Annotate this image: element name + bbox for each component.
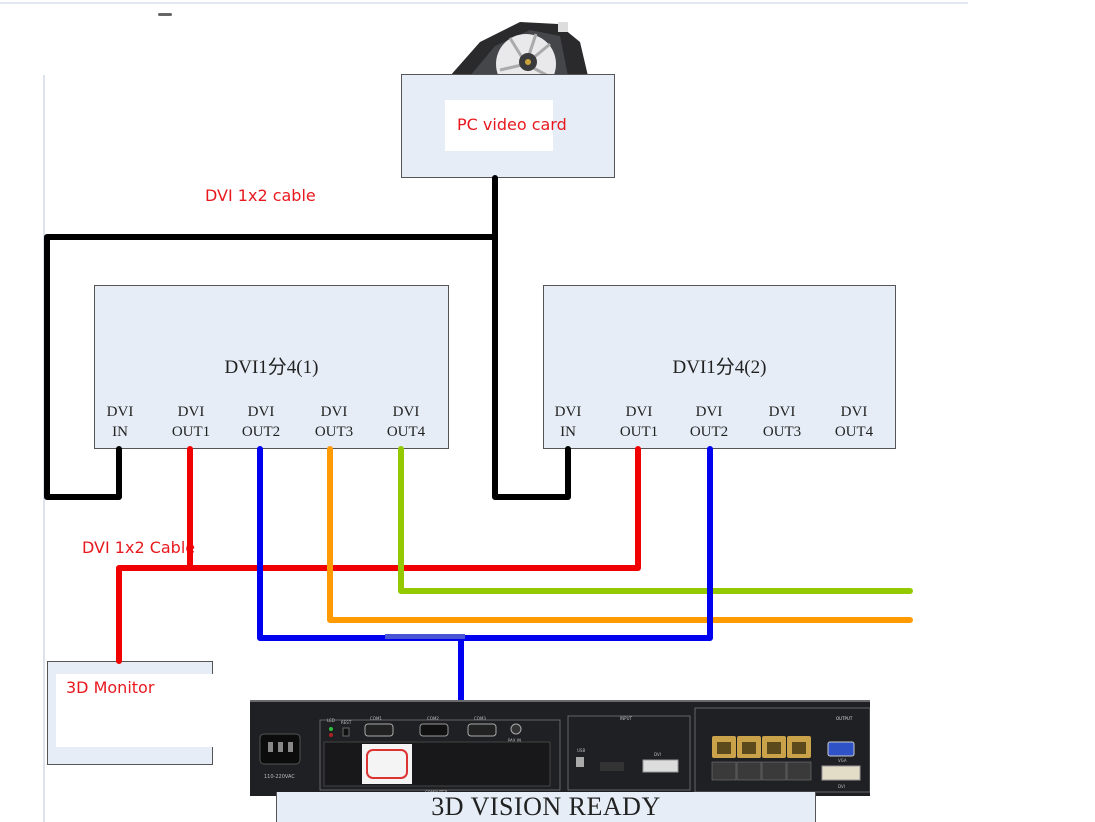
- splitter-1-port-out3: DVI OUT3: [304, 402, 364, 442]
- usb-port-icon: [576, 757, 584, 767]
- 3d-monitor-box: 3D Monitor: [47, 661, 214, 765]
- led-icon: [329, 727, 333, 731]
- 3d-vision-ready-caption: 3D VISION READY: [276, 792, 816, 822]
- splitter-2-port-in: DVI IN: [538, 402, 598, 442]
- port-line2: OUT4: [834, 424, 874, 440]
- port-line2: OUT2: [241, 424, 281, 440]
- usb-label: USB: [577, 748, 585, 753]
- port-line1: DVI: [177, 404, 205, 420]
- 3d-monitor-label: 3D Monitor: [66, 678, 155, 697]
- splitter-1-title: DVI1分4(1): [224, 357, 319, 378]
- com3-port-icon: [467, 723, 497, 737]
- port-line2: OUT3: [762, 424, 802, 440]
- reset-label: REST: [341, 720, 352, 725]
- port-line1: DVI: [320, 404, 348, 420]
- dvi-input-label: DVI: [654, 752, 661, 757]
- reset-button-icon: [342, 727, 350, 737]
- com2-label: COM2: [427, 716, 439, 721]
- com1-label: COM1: [370, 716, 382, 721]
- splitter-2-port-out2: DVI OUT2: [679, 402, 739, 442]
- com1-port-icon: [364, 723, 394, 737]
- port-line1: DVI: [840, 404, 868, 420]
- dvi-output-port-icon: [821, 765, 861, 781]
- top-cable-label: DVI 1x2 cable: [205, 186, 316, 205]
- pc-video-card-box: PC video card: [401, 74, 615, 178]
- 3d-vision-controller-device: 110-220VAC LED REST COM1 COM2 COM3 PAX I…: [250, 700, 871, 796]
- black-cable-splitter-1: [44, 234, 498, 500]
- output-label: OUTPUT: [836, 716, 853, 721]
- dvi-output-label: DVI: [838, 784, 845, 789]
- splitter-2-port-out1: DVI OUT1: [609, 402, 669, 442]
- graphics-card-image: [440, 22, 600, 76]
- red-cable-out1-s2: [116, 446, 641, 664]
- com3-label: COM3: [474, 716, 486, 721]
- splitter-1-port-out2: DVI OUT2: [231, 402, 291, 442]
- port-line2: IN: [560, 424, 576, 440]
- port-line1: DVI: [695, 404, 723, 420]
- green-cable-out4-s1: [398, 446, 913, 594]
- blue-cable-highlight: [385, 634, 465, 639]
- splitter-2-port-out4: DVI OUT4: [824, 402, 884, 442]
- port-line1: DVI: [554, 404, 582, 420]
- decorative-dash: [158, 13, 172, 16]
- bottom-cable-label: DVI 1x2 Cable: [82, 538, 196, 557]
- dvi-input-port-icon: [642, 759, 679, 773]
- audio-jack-icon: [510, 723, 522, 735]
- port-line1: DVI: [106, 404, 134, 420]
- port-line2: OUT2: [689, 424, 729, 440]
- splitter-2-title: DVI1分4(2): [672, 357, 767, 378]
- splitter-2-port-out3: DVI OUT3: [752, 402, 812, 442]
- black-cable-pc-trunk: [492, 175, 571, 500]
- pc-video-card-label: PC video card: [457, 115, 567, 134]
- monitor-label-background: [56, 674, 214, 747]
- port-line2: OUT3: [314, 424, 354, 440]
- splitter-1-port-out4: DVI OUT4: [376, 402, 436, 442]
- led-label: LED: [327, 718, 335, 723]
- port-line1: DVI: [768, 404, 796, 420]
- pc-label-background: [445, 100, 553, 151]
- vga-label: VGA: [838, 758, 847, 763]
- port-line1: DVI: [625, 404, 653, 420]
- input-label: INPUT: [620, 716, 633, 721]
- port-line1: DVI: [392, 404, 420, 420]
- port-line2: IN: [112, 424, 128, 440]
- audio-label: PAX IN: [508, 738, 521, 743]
- blue-cable-out2-s1: [257, 446, 713, 641]
- vga-port-icon: [827, 741, 855, 757]
- top-border-line: [0, 2, 968, 4]
- power-label: 110-220VAC: [264, 774, 295, 780]
- port-line1: DVI: [247, 404, 275, 420]
- port-line2: OUT1: [171, 424, 211, 440]
- splitter-1-port-out1: DVI OUT1: [161, 402, 221, 442]
- com2-port-icon: [419, 723, 449, 737]
- orange-cable-out3-s1: [327, 446, 913, 623]
- splitter-1-port-in: DVI IN: [90, 402, 150, 442]
- port-line2: OUT1: [619, 424, 659, 440]
- port-line2: OUT4: [386, 424, 426, 440]
